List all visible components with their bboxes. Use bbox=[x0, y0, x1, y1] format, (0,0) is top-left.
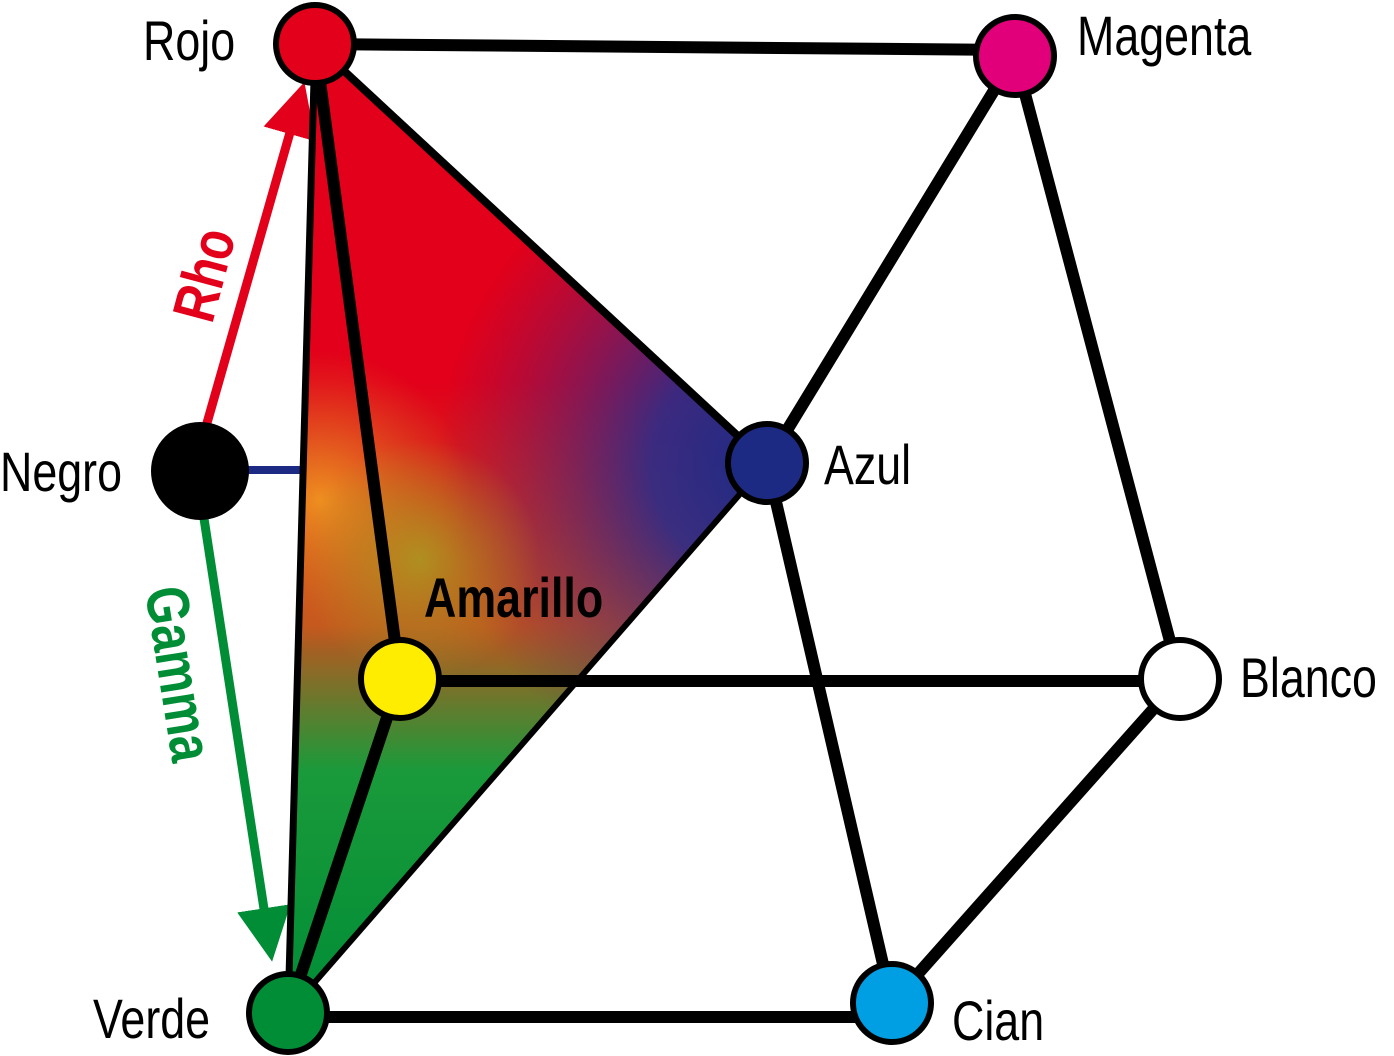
edge-azul-cian bbox=[761, 457, 898, 1009]
edge-rojo-magenta bbox=[309, 38, 1021, 56]
edge-magenta-blanco bbox=[1009, 50, 1186, 685]
label-cian: Cian bbox=[952, 989, 1044, 1052]
label-rojo: Rojo bbox=[143, 9, 235, 72]
edge-magenta-azul bbox=[761, 50, 1021, 469]
color-gradient-triangle bbox=[288, 44, 767, 1013]
label-gamma: Gamma bbox=[132, 582, 226, 767]
vertex-negro bbox=[151, 422, 249, 520]
edge-rojo-amarillo bbox=[309, 38, 406, 685]
vertex-blanco bbox=[1138, 637, 1222, 721]
vertex-amarillo bbox=[358, 637, 442, 721]
gamma-arrow bbox=[198, 511, 291, 962]
vertex-magenta bbox=[973, 14, 1057, 98]
edge-azul-verde bbox=[285, 460, 770, 1016]
edge-rojo-verde bbox=[284, 40, 319, 1017]
cube-edges bbox=[282, 38, 1186, 1023]
label-azul: Azul bbox=[824, 433, 911, 496]
edge-amarillo-verde bbox=[282, 673, 406, 1019]
vertex-rojo bbox=[273, 2, 357, 86]
label-verde: Verde bbox=[93, 987, 210, 1050]
rho-arrow bbox=[200, 82, 316, 432]
vertex-cian bbox=[850, 961, 934, 1045]
edge-rojo-azul bbox=[311, 40, 771, 467]
vertex-azul bbox=[725, 421, 809, 505]
label-blanco: Blanco bbox=[1240, 646, 1377, 709]
label-amarillo: Amarillo bbox=[424, 566, 603, 629]
label-magenta: Magenta bbox=[1077, 4, 1252, 67]
label-negro: Negro bbox=[0, 440, 122, 503]
edge-cian-blanco bbox=[886, 673, 1186, 1009]
vertex-verde bbox=[246, 971, 330, 1055]
